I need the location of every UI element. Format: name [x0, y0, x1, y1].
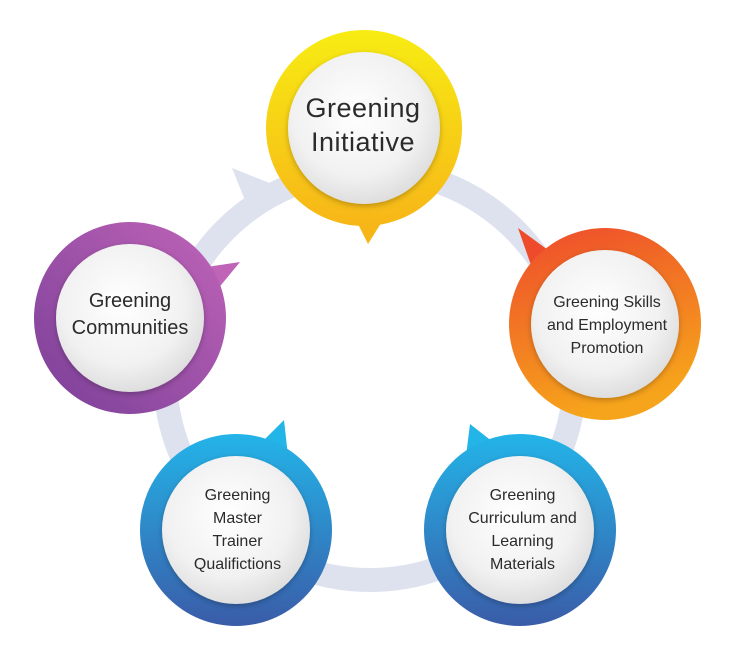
node-label-curriculum: Greening Curriculum and Learning Materia… [468, 487, 577, 573]
node-face [288, 52, 440, 204]
node-label-communities: Greening Communities [71, 290, 189, 339]
cycle-arrow-icon [232, 168, 272, 208]
node-curriculum [424, 424, 616, 626]
node-communities [34, 222, 240, 414]
node-skills [509, 228, 701, 420]
node-label-initiative: Greening Initiative [305, 93, 421, 157]
node-trainer [140, 420, 332, 626]
node-label-trainer: Greening Master Trainer Qualifictions [193, 487, 282, 573]
node-face [56, 244, 204, 392]
node-initiative [266, 30, 462, 244]
node-face [446, 456, 594, 604]
node-label-skills: Greening Skills and Employment Promotion [546, 293, 668, 357]
node-face [162, 456, 310, 604]
node-face [531, 250, 679, 398]
